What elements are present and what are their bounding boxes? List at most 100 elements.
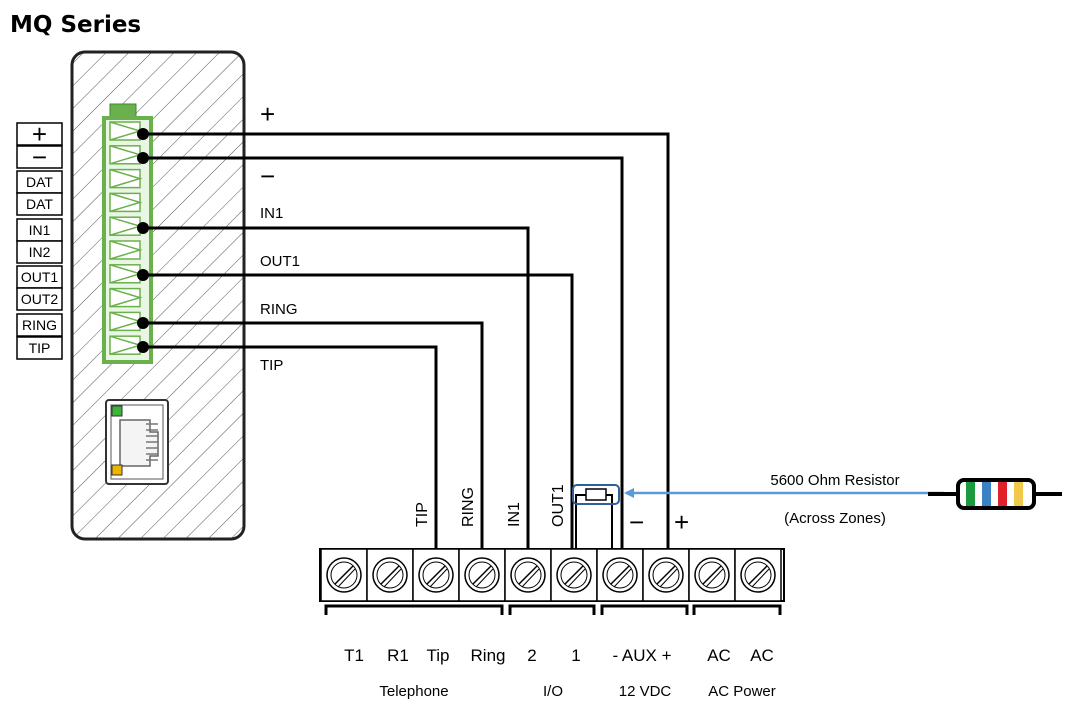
- wire-dot: [137, 341, 149, 353]
- screw-slot: [567, 568, 586, 588]
- screw-slot: [702, 565, 722, 585]
- screw-head: [744, 561, 772, 589]
- wire-label-out1: OUT1: [260, 253, 300, 270]
- pin-label-text: IN1: [29, 222, 51, 238]
- connector-slot: [109, 287, 141, 308]
- terminal-label-ac-2: AC: [750, 646, 774, 665]
- connector-slot-arrow: [109, 287, 143, 308]
- screw-slot: [659, 568, 678, 588]
- pin-label-text: RING: [22, 317, 57, 333]
- link-led-green: [111, 405, 123, 417]
- screw-slot: [426, 565, 446, 585]
- connector-slot: [109, 311, 141, 332]
- connector-slot: [109, 168, 141, 189]
- connector-slot: [109, 192, 141, 213]
- screw-head: [560, 561, 588, 589]
- aux-plus-sign: +: [674, 507, 689, 537]
- connector-slot: [109, 335, 141, 355]
- terminal-label-zone1: 1: [571, 646, 580, 665]
- panel-terminal-block: [319, 548, 785, 602]
- screw-head: [514, 561, 542, 589]
- wire-label-in1: IN1: [260, 205, 283, 222]
- screw-slot: [334, 565, 354, 585]
- pin-label-text: IN2: [29, 244, 51, 260]
- wire-label-plus: +: [260, 99, 275, 129]
- wire-minus: [143, 156, 624, 565]
- screw-slot: [380, 565, 400, 585]
- mq-device: [70, 50, 246, 541]
- screw-head: [698, 561, 726, 589]
- screw-head: [376, 561, 404, 589]
- wire-ring: [143, 321, 484, 565]
- resistor-icon: [928, 478, 1062, 510]
- wire-in1: [143, 226, 530, 565]
- wire-out1: [143, 273, 574, 565]
- screw-slot: [472, 565, 492, 585]
- pin-label-text: DAT: [26, 196, 53, 212]
- screw-slot: [383, 568, 402, 588]
- screw-head: [468, 561, 496, 589]
- connector-slot-arrow: [109, 240, 143, 260]
- connector-slot-arrow: [109, 192, 143, 213]
- screw-slot: [521, 568, 540, 588]
- pin-label-8: RING: [16, 313, 63, 337]
- screw-slot: [656, 565, 676, 585]
- screw-head: [422, 561, 450, 589]
- pin-label-column: + − DAT DAT IN1 IN2 OUT1 OUT2: [16, 119, 63, 360]
- resistor-band: [1014, 482, 1023, 506]
- group-label-12vdc: 12 VDC: [619, 683, 672, 700]
- screw-head: [330, 561, 358, 589]
- pin-label-1: −: [16, 142, 63, 172]
- screw-slot: [475, 568, 494, 588]
- bracket-12vdc: [600, 604, 689, 615]
- group-label-ac-power: AC Power: [708, 683, 776, 700]
- screw-slot: [705, 568, 724, 588]
- group-label-io: I/O: [543, 683, 563, 700]
- screw-slot: [429, 568, 448, 588]
- pin-label-5: IN2: [16, 240, 63, 264]
- screw-slot: [610, 565, 630, 585]
- resistor-band: [998, 482, 1007, 506]
- pin-label-text: TIP: [29, 340, 51, 356]
- page-title: MQ Series: [10, 12, 141, 38]
- wire-dots: [137, 128, 149, 353]
- connector-slot: [109, 145, 141, 165]
- screw-head: [652, 561, 680, 589]
- pin-label-6: OUT1: [16, 265, 63, 289]
- pin-label-3: DAT: [16, 192, 63, 216]
- pin-label-4: IN1: [16, 218, 63, 242]
- pin-label-text: −: [32, 142, 47, 172]
- wire-dot: [137, 222, 149, 234]
- activity-led-yellow: [111, 464, 123, 476]
- vertical-label-out1: OUT1: [550, 484, 567, 527]
- terminal-label-t1: T1: [344, 646, 364, 665]
- screw-head: [606, 561, 634, 589]
- screw-slot: [518, 565, 538, 585]
- terminal-label-ring: Ring: [471, 646, 506, 665]
- pin-label-text: DAT: [26, 174, 53, 190]
- resistor-sublabel: (Across Zones): [784, 510, 886, 527]
- wire-dot: [137, 269, 149, 281]
- wire-dot: [137, 152, 149, 164]
- screw-slot: [751, 568, 770, 588]
- wire-plus: [143, 132, 670, 565]
- resistor-band: [966, 482, 975, 506]
- bracket-telephone: [324, 604, 504, 615]
- pin-label-9: TIP: [16, 336, 63, 360]
- connector-slot: [109, 121, 141, 141]
- pin-label-0: +: [16, 119, 63, 149]
- wire-label-minus: −: [260, 161, 275, 191]
- pin-label-text: OUT2: [21, 291, 59, 307]
- terminal-label-ac-1: AC: [707, 646, 731, 665]
- vertical-label-tip: TIP: [414, 502, 431, 527]
- connector-slot: [109, 216, 141, 236]
- group-brackets: [324, 604, 782, 615]
- resistor-highlight: [572, 484, 620, 505]
- connector-slot-arrow: [109, 168, 143, 189]
- wire-tip: [143, 345, 438, 565]
- screw-slot: [564, 565, 584, 585]
- vertical-label-ring: RING: [460, 487, 477, 527]
- bracket-io: [508, 604, 596, 615]
- wire-dot: [137, 317, 149, 329]
